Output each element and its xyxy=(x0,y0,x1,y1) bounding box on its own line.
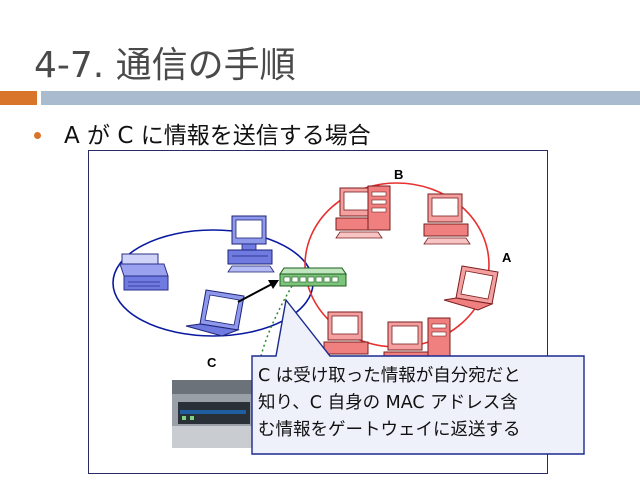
callout-line: C は受け取った情報が自分宛だと xyxy=(258,363,588,390)
switch-hub-icon xyxy=(280,268,346,286)
laptop-icon xyxy=(186,290,244,336)
printer-icon xyxy=(120,254,168,290)
send-arrow xyxy=(238,284,272,302)
node-label-b: B xyxy=(394,167,403,182)
desktop-pc-icon xyxy=(324,312,368,354)
node-label-c: C xyxy=(207,355,216,370)
server-icon xyxy=(428,318,450,358)
desktop-pc-icon xyxy=(228,216,274,272)
callout-line: む情報をゲートウェイに返送する xyxy=(258,417,588,444)
server-icon xyxy=(368,186,390,230)
gateway-device-photo xyxy=(172,380,254,448)
node-label-a: A xyxy=(502,250,511,265)
callout-text: C は受け取った情報が自分宛だと 知り、C 自身の MAC アドレス含 む情報を… xyxy=(258,363,588,444)
laptop-icon xyxy=(444,266,498,310)
desktop-pc-icon xyxy=(424,194,470,244)
callout-line: 知り、C 自身の MAC アドレス含 xyxy=(258,390,588,417)
